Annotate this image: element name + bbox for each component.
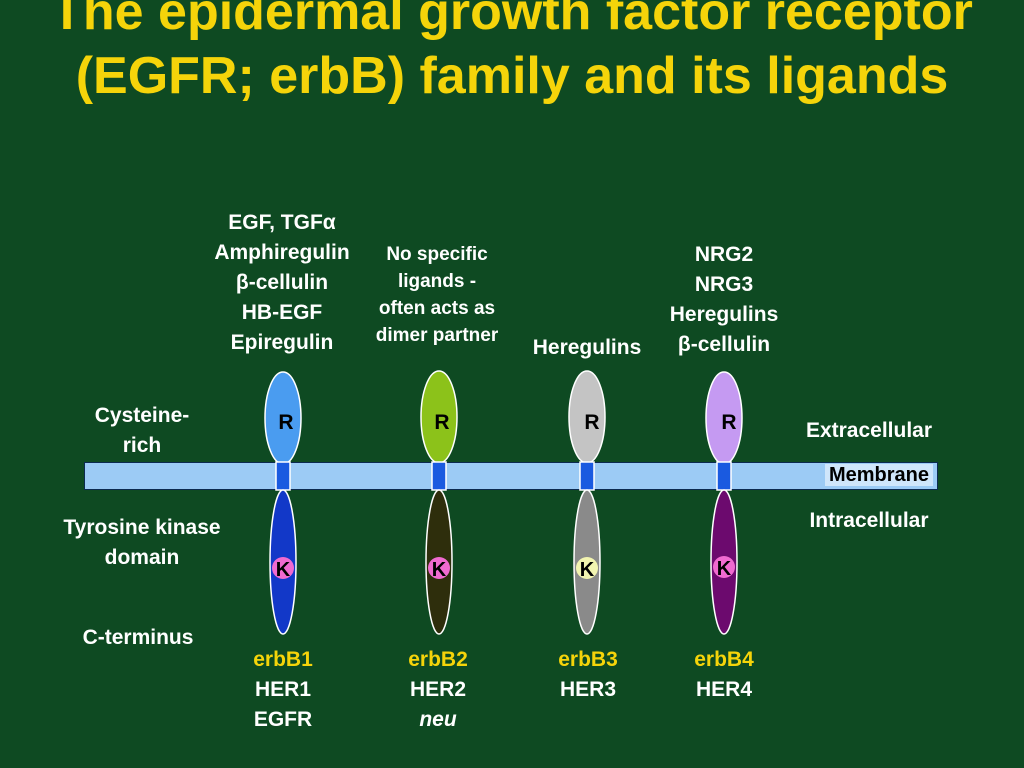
receptor-name-erbb1: erbB1 xyxy=(253,648,313,671)
receptor-name-erbb4: erbB4 xyxy=(694,648,754,671)
kinase-circle xyxy=(576,557,598,579)
transmembrane-segment xyxy=(275,461,291,491)
r-letter: R xyxy=(721,411,736,434)
r-letter: R xyxy=(584,411,599,434)
k-letter: K xyxy=(432,559,447,581)
receptor-erbb3: R K xyxy=(568,370,606,635)
slide-title: The epidermal growth factor receptor (EG… xyxy=(51,0,973,105)
receptor-alias-her1: HER1 xyxy=(254,678,312,701)
receptor-erbb1: R K xyxy=(264,371,302,635)
membrane-label: Membrane xyxy=(824,464,933,486)
ligands-erbb1: EGF, TGFα Amphiregulin β-cellulin HB-EGF… xyxy=(214,211,350,354)
transmembrane-segment xyxy=(579,461,595,491)
k-letter: K xyxy=(580,559,595,581)
cell-membrane: Membrane xyxy=(84,462,938,490)
ligands-erbb2: No specific ligands - often acts as dime… xyxy=(375,244,499,346)
ligands-erbb4: NRG2 NRG3 Heregulins β-cellulin xyxy=(669,243,779,356)
receptor-erbb2: R K xyxy=(420,370,458,635)
kinase-circle xyxy=(428,557,450,579)
kinase-circle xyxy=(272,557,294,579)
receptor-alias-her3: HER3 xyxy=(559,678,617,701)
tyrosine-kinase-domain-label: Tyrosine kinase domain xyxy=(63,516,221,569)
r-letter: R xyxy=(278,411,293,434)
r-letter: R xyxy=(434,411,449,434)
ligands-erbb3: Heregulins xyxy=(532,336,642,359)
k-letter: K xyxy=(717,558,732,580)
receptor-alias-her4: HER4 xyxy=(695,678,753,701)
receptor-alias-her2: HER2 xyxy=(409,678,467,701)
receptor-alias-egfr: EGFR xyxy=(253,708,313,731)
extracellular-label: Extracellular xyxy=(805,419,933,442)
k-letter: K xyxy=(276,559,291,581)
transmembrane-segment xyxy=(431,461,447,491)
receptor-name-erbb3: erbB3 xyxy=(558,648,618,671)
receptor-erbb4: R K xyxy=(705,371,743,635)
receptor-alias-neu: neu xyxy=(419,708,457,731)
receptor-name-erbb2: erbB2 xyxy=(408,648,468,671)
c-terminus-label: C-terminus xyxy=(82,626,194,649)
intracellular-label: Intracellular xyxy=(809,509,929,532)
transmembrane-segment xyxy=(716,461,732,491)
kinase-circle xyxy=(713,556,735,578)
